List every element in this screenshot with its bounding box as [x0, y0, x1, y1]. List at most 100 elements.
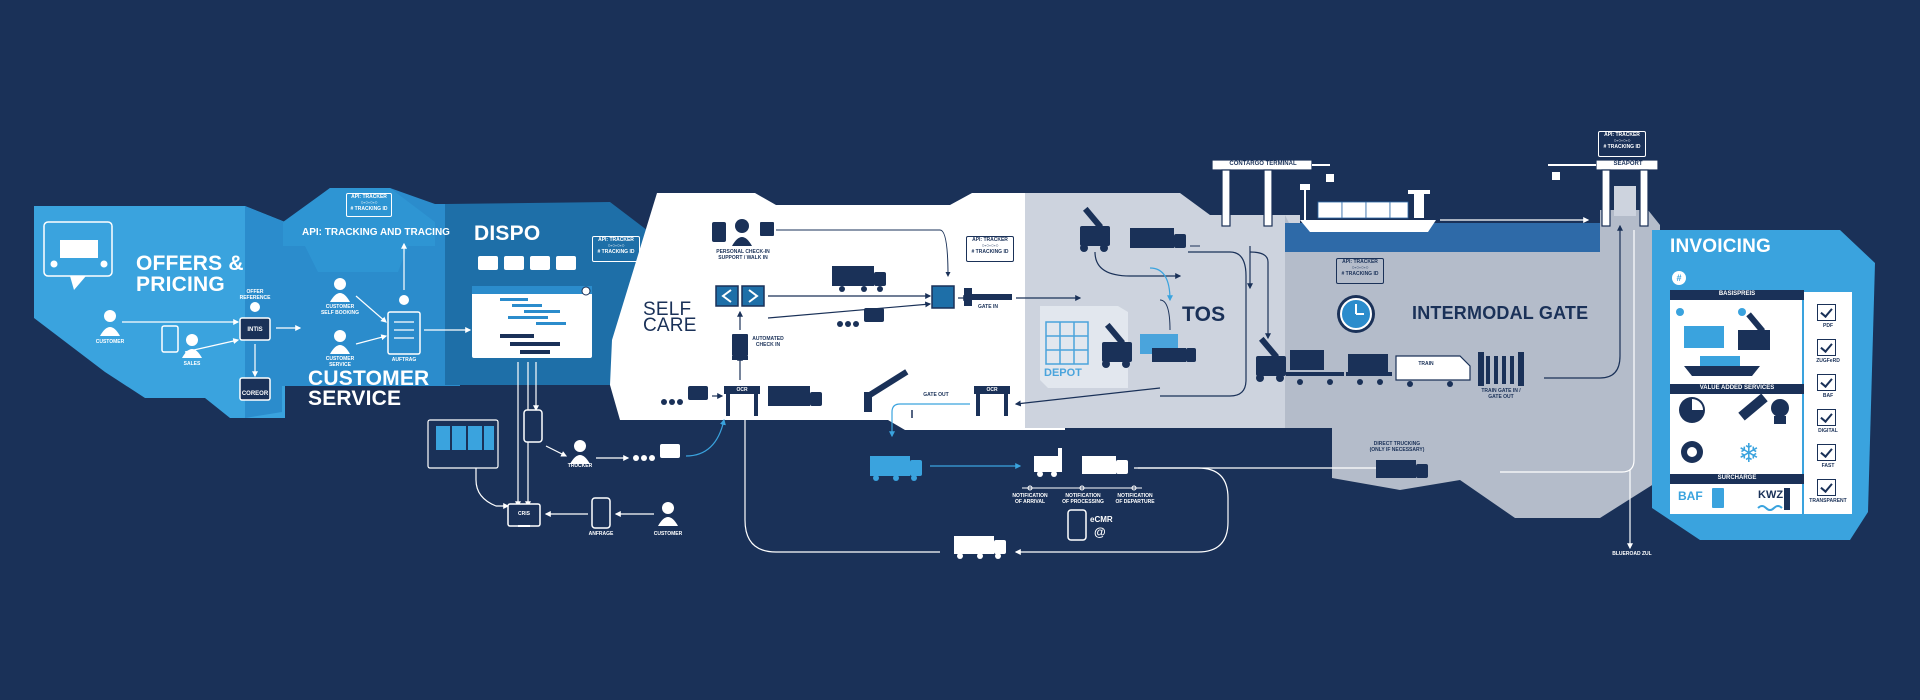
- label-ocr-2: OCR: [986, 387, 998, 393]
- label-customer-2: CUSTOMER: [653, 531, 683, 537]
- checklist-label: BAF: [1822, 393, 1834, 399]
- hash-icon: [581, 286, 591, 296]
- label-customer: CUSTOMER: [95, 339, 125, 345]
- truck-app-phone-icon: [523, 409, 543, 443]
- section-title-customer-service: CUSTOMER SERVICE: [308, 367, 430, 410]
- container-stack-icon: [427, 419, 499, 469]
- depot-container-grid: [1045, 321, 1089, 365]
- container-ship-crane: [1300, 184, 1310, 220]
- vehicle-icons-row: [478, 256, 576, 270]
- auftrag-doc-icon: [387, 311, 421, 355]
- basis-icons: [1676, 308, 1770, 376]
- coreor-monitor-icon: [239, 377, 271, 401]
- phone-icon: [161, 325, 179, 353]
- label-coreor: COREOR: [241, 391, 269, 397]
- reach-stacker-icon: [1080, 206, 1186, 252]
- at-sign-icon: @: [1094, 525, 1106, 539]
- label-train: TRAIN: [1418, 361, 1434, 367]
- dispo-gantt-screen: [472, 286, 592, 358]
- fuel-pump-icon: [1712, 488, 1724, 508]
- checkin-support-icons: [712, 219, 774, 246]
- api-tracking-tab: [283, 188, 435, 272]
- sales-person-icon: [186, 334, 198, 346]
- label-customer-service-small: CUSTOMER SERVICE: [325, 356, 355, 368]
- gantt-bars: [500, 298, 566, 325]
- ocr-gate-icon: [974, 386, 1010, 416]
- customer-person-icon: [100, 327, 120, 336]
- truck-icon: [661, 386, 708, 405]
- section-title-invoicing: INVOICING: [1670, 236, 1772, 257]
- label-automated-check-in: AUTOMATED CHECK IN: [752, 336, 784, 348]
- invoice-baf-label: BAF: [1678, 489, 1703, 503]
- hash-icon: [399, 295, 409, 305]
- qr-scanner-icon: [931, 285, 955, 309]
- arrow: [355, 334, 388, 345]
- label-direct-trucking: DIRECT TRUCKING (ONLY IF NECESSARY): [1369, 441, 1425, 453]
- invoice-vas-header: VALUE ADDED SERVICES: [1670, 384, 1804, 393]
- label-cris: CRIS: [518, 511, 530, 517]
- direct-truck-icon: [1376, 460, 1416, 478]
- label-intis: INTIS: [247, 327, 263, 333]
- label-seaport: SEAPORT: [1613, 161, 1643, 167]
- person-icon: [334, 278, 346, 290]
- truck-icon: [1082, 456, 1128, 474]
- label-notification-arrival: NOTIFICATION OF ARRIVAL: [1012, 493, 1048, 505]
- section-title-intermodal-gate: INTERMODAL GATE: [1412, 303, 1589, 323]
- person-icon: [330, 345, 350, 354]
- label-auftrag: AUFTRAG: [391, 357, 417, 363]
- section-title-offers: OFFERS & PRICING: [136, 252, 244, 296]
- person-icon: [334, 330, 346, 342]
- checklist-label: PDF: [1823, 323, 1833, 329]
- reach-stacker-icon: [1256, 336, 1324, 382]
- api-tracker-box: API: TRACKER○-○-○-○# TRACKING ID: [592, 236, 640, 262]
- svg-text:❄: ❄: [1738, 439, 1760, 469]
- truck-icon: [837, 308, 884, 327]
- checkbox-icon: [1817, 444, 1836, 461]
- trucker-person-icon: [574, 440, 586, 452]
- section-title-dispo: DISPO: [474, 222, 541, 245]
- ocr-gate-icon: [724, 386, 760, 416]
- label-anfrage: ANFRAGE: [588, 531, 614, 537]
- container-ship-icon: [1300, 190, 1436, 232]
- api-tracker-box: API: TRACKER○-○-○-○# TRACKING ID: [966, 236, 1014, 262]
- checkbox-icon: [1817, 479, 1836, 496]
- check-in-terminal-icon: [732, 334, 748, 356]
- label-contargo-terminal: CONTARGO TERMINAL: [1229, 161, 1297, 167]
- intermodal-gate-region: [1285, 210, 1660, 518]
- section-title-depot: DEPOT: [1044, 367, 1082, 379]
- label-gate-in: GATE IN: [978, 304, 998, 310]
- label-sales: SALES: [183, 361, 201, 367]
- api-tracking-title: API: TRACKING AND TRACING: [302, 227, 450, 238]
- truck-icon: [832, 266, 874, 286]
- arrow: [184, 338, 240, 353]
- ecmr-phone-icon: [1067, 509, 1087, 541]
- hash-icon: [250, 302, 260, 312]
- truck-icon: [633, 444, 680, 461]
- phone-icon: [591, 497, 611, 529]
- offers-pricing-region: [34, 206, 285, 418]
- checklist-label: ZUGFeRD: [1816, 358, 1840, 364]
- checklist-label: FAST: [1821, 463, 1835, 469]
- pin-icon: [50, 260, 58, 268]
- label-train-gate: TRAIN GATE IN / GATE OUT: [1481, 388, 1521, 400]
- api-tracker-box: API: TRACKER○-○-○-○# TRACKING ID: [1336, 258, 1384, 284]
- label-gate-out: GATE OUT: [923, 392, 949, 398]
- checklist-label: TRANSPARENT: [1809, 498, 1847, 504]
- container-icon: [60, 240, 98, 258]
- arrow: [355, 295, 387, 323]
- wave-icon: [1757, 505, 1783, 511]
- checkbox-icon: [1817, 304, 1836, 321]
- checklist-label: DIGITAL: [1818, 428, 1838, 434]
- speech-tail: [70, 276, 86, 290]
- label-blueroad: BLUEROAD ZUL: [1612, 551, 1652, 557]
- barrier-icon: [964, 294, 1012, 300]
- api-tracker-box: API: TRACKER○-○-○-○# TRACKING ID: [346, 193, 392, 217]
- vas-icons: ❄: [1679, 393, 1789, 469]
- section-title-tos: TOS: [1182, 303, 1226, 326]
- invoice-kwz-label: KWZ: [1758, 489, 1784, 501]
- nav-arrow-buttons: [715, 285, 765, 307]
- checkbox-icon: [1817, 374, 1836, 391]
- barrier-icon: [864, 369, 909, 400]
